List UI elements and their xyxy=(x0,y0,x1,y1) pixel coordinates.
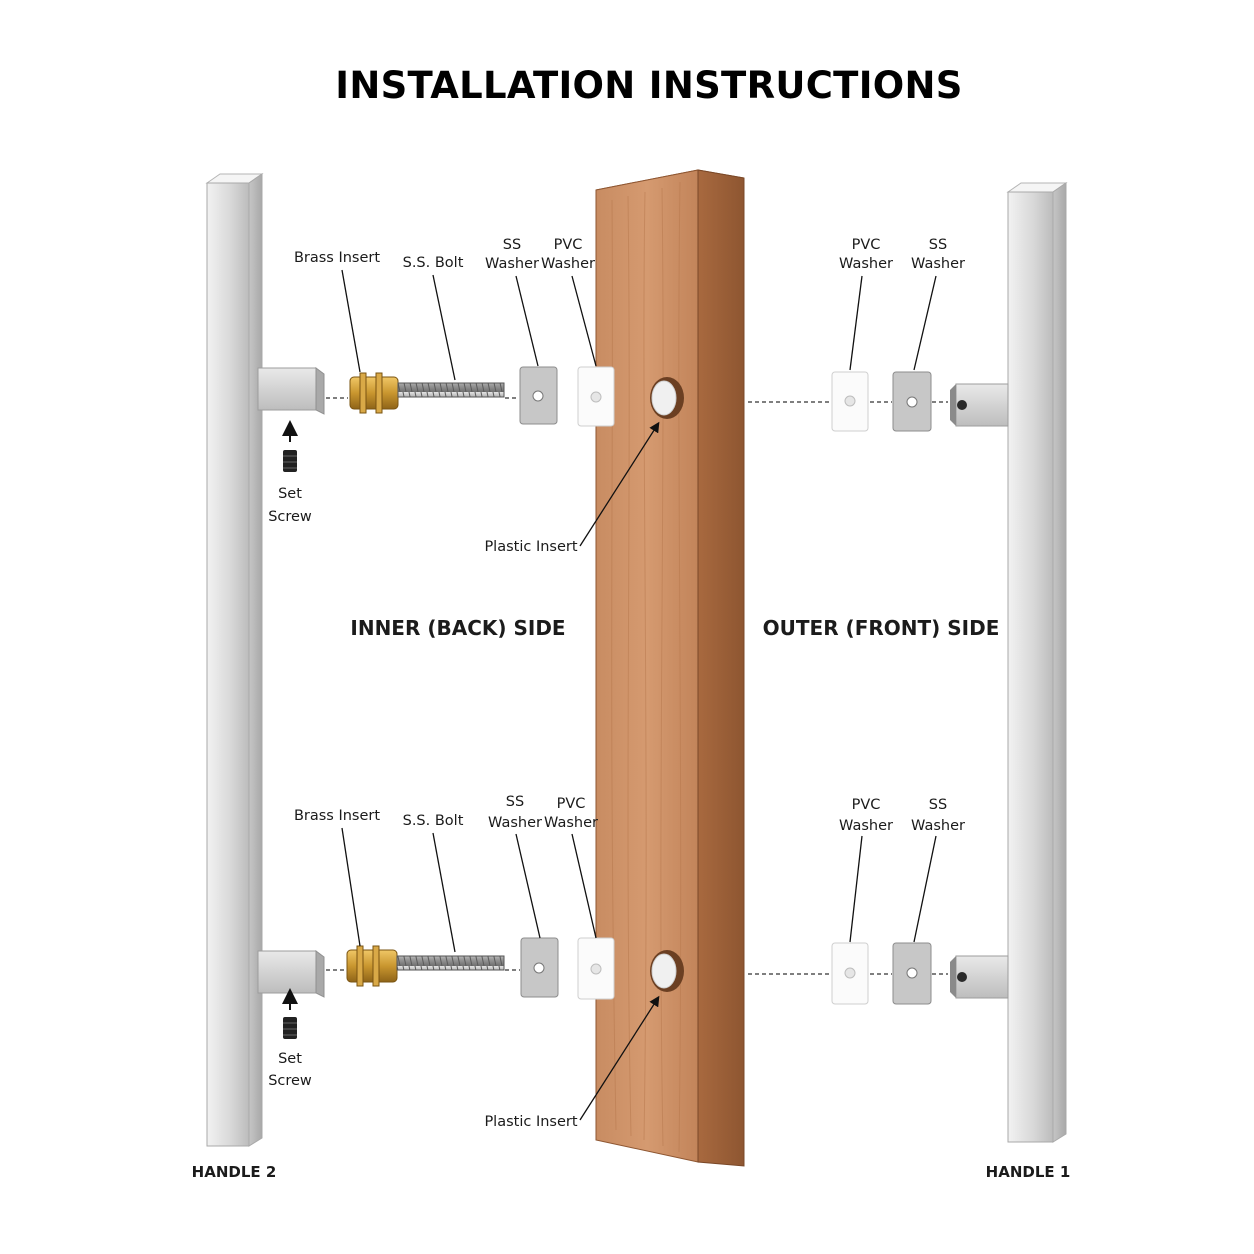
label-ss-washer-right-bottom-2: Washer xyxy=(911,818,965,834)
left-handle xyxy=(205,173,325,1147)
page-title: INSTALLATION INSTRUCTIONS xyxy=(335,64,963,107)
ss-washer-top xyxy=(519,366,558,425)
pvc-washer-right-bottom xyxy=(831,942,869,1005)
label-ss-washer-top-1: SS xyxy=(503,237,521,253)
plastic-insert-top xyxy=(650,377,684,419)
wood-door-panel xyxy=(595,169,745,1167)
part-labels: Brass Insert S.S. Bolt SS Washer PVC Was… xyxy=(268,237,965,1130)
right-handle xyxy=(950,182,1068,1143)
label-pvc-washer-bottom-1: PVC xyxy=(557,796,586,812)
hardware-row-top xyxy=(282,366,948,472)
label-pvc-washer-right-top-2: Washer xyxy=(839,256,893,272)
label-plastic-insert-top: Plastic Insert xyxy=(484,539,577,555)
pvc-washer-top xyxy=(577,366,615,427)
inner-side-heading: INNER (BACK) SIDE xyxy=(350,616,565,640)
plastic-insert-bottom xyxy=(650,950,684,992)
ss-bolt-bottom xyxy=(396,955,505,971)
label-pvc-washer-right-bottom-2: Washer xyxy=(839,818,893,834)
label-set-screw-bottom-2: Screw xyxy=(268,1073,312,1089)
hardware-row-bottom xyxy=(282,937,948,1039)
label-ss-washer-bottom-2: Washer xyxy=(488,815,542,831)
handle-1-caption: HANDLE 1 xyxy=(986,1163,1071,1181)
set-screw-top xyxy=(282,420,298,472)
pvc-washer-right-top xyxy=(831,371,869,432)
label-ss-washer-right-bottom-1: SS xyxy=(929,797,947,813)
label-pvc-washer-right-top-1: PVC xyxy=(852,237,881,253)
label-ss-washer-bottom-1: SS xyxy=(506,794,524,810)
label-pvc-washer-top-1: PVC xyxy=(554,237,583,253)
left-standoff-top xyxy=(257,367,325,415)
label-ss-bolt-bottom: S.S. Bolt xyxy=(403,813,464,829)
brass-insert-top xyxy=(349,372,399,414)
ss-washer-right-top xyxy=(892,371,932,432)
label-ss-washer-right-top-1: SS xyxy=(929,237,947,253)
handle-2-caption: HANDLE 2 xyxy=(192,1163,277,1181)
label-set-screw-top-2: Screw xyxy=(268,509,312,525)
pvc-washer-bottom xyxy=(577,937,615,1000)
label-set-screw-bottom-1: Set xyxy=(278,1051,302,1067)
label-plastic-insert-bottom: Plastic Insert xyxy=(484,1114,577,1130)
ss-washer-bottom xyxy=(520,937,559,998)
label-brass-insert-top: Brass Insert xyxy=(294,250,380,266)
left-standoff-bottom xyxy=(257,950,325,998)
label-ss-bolt-top: S.S. Bolt xyxy=(403,255,464,271)
leader-lines xyxy=(341,269,937,1121)
label-ss-washer-right-top-2: Washer xyxy=(911,256,965,272)
label-pvc-washer-bottom-2: Washer xyxy=(544,815,598,831)
brass-insert-bottom xyxy=(346,945,398,987)
label-pvc-washer-right-bottom-1: PVC xyxy=(852,797,881,813)
outer-side-heading: OUTER (FRONT) SIDE xyxy=(763,616,1000,640)
label-set-screw-top-1: Set xyxy=(278,486,302,502)
label-ss-washer-top-2: Washer xyxy=(485,256,539,272)
right-standoff-bottom xyxy=(950,955,1009,999)
label-brass-insert-bottom: Brass Insert xyxy=(294,808,380,824)
right-standoff-top xyxy=(950,383,1009,427)
set-screw-bottom xyxy=(282,988,298,1039)
ss-washer-right-bottom xyxy=(892,942,932,1005)
ss-bolt-top xyxy=(397,382,505,398)
label-pvc-washer-top-2: Washer xyxy=(541,256,595,272)
